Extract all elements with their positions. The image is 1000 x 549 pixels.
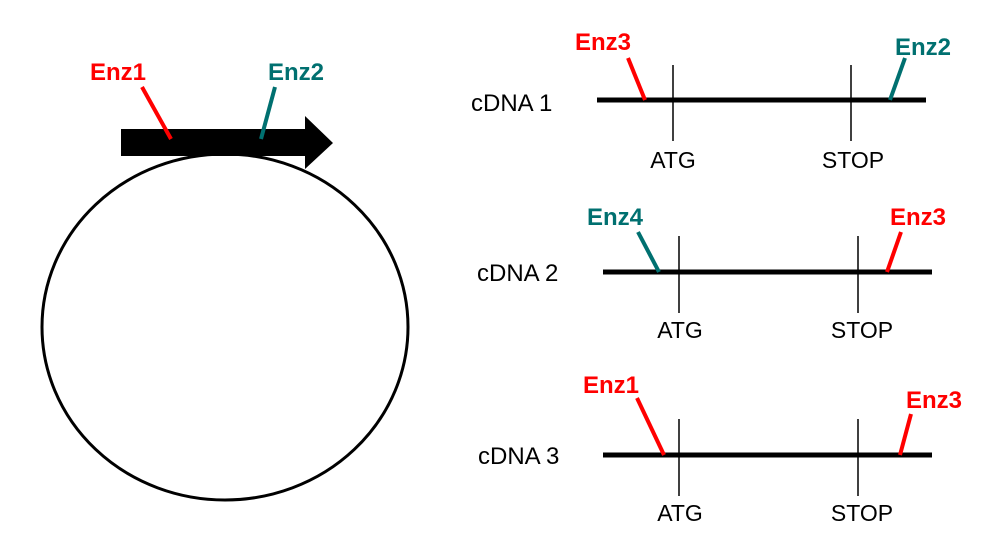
cdna-label: cDNA 2 [477,260,558,287]
plasmid-enz1-cut-line [140,86,173,140]
enz3-cut-line [885,231,903,273]
plasmid-enz1-label: Enz1 [90,59,146,86]
stop-codon-label: STOP [822,147,884,173]
enz3-label: Enz3 [906,387,962,414]
plasmid: Enz1 Enz2 [40,59,410,502]
cdna-label: cDNA 3 [478,443,559,470]
gene-arrow [121,116,333,169]
enz3-label: Enz3 [890,204,946,231]
enz1-label: Enz1 [583,372,639,399]
start-codon-label: ATG [657,317,703,343]
cdna-row-2: cDNA 2 ATG STOP Enz4 Enz3 [477,204,946,343]
enz3-cut-line [898,413,913,456]
stop-codon-label: STOP [831,500,893,526]
enz1-cut-line [635,397,666,456]
start-codon-label: ATG [650,147,696,173]
enz3-label: Enz3 [575,29,631,56]
plasmid-circle [40,152,410,502]
plasmid-enz2-cut-line [259,86,277,140]
enz3-cut-line [626,57,647,101]
enz4-cut-line [636,231,661,273]
enz2-cut-line [888,57,907,101]
cdna-row-1: cDNA 1 ATG STOP Enz3 Enz2 [471,29,951,173]
cdna-row-3: cDNA 3 ATG STOP Enz1 Enz3 [478,372,962,526]
start-codon-label: ATG [657,500,703,526]
cdna-label: cDNA 1 [471,90,552,117]
enz4-label: Enz4 [587,204,644,231]
plasmid-enz2-label: Enz2 [268,59,324,86]
enz2-label: Enz2 [895,34,951,61]
stop-codon-label: STOP [831,317,893,343]
